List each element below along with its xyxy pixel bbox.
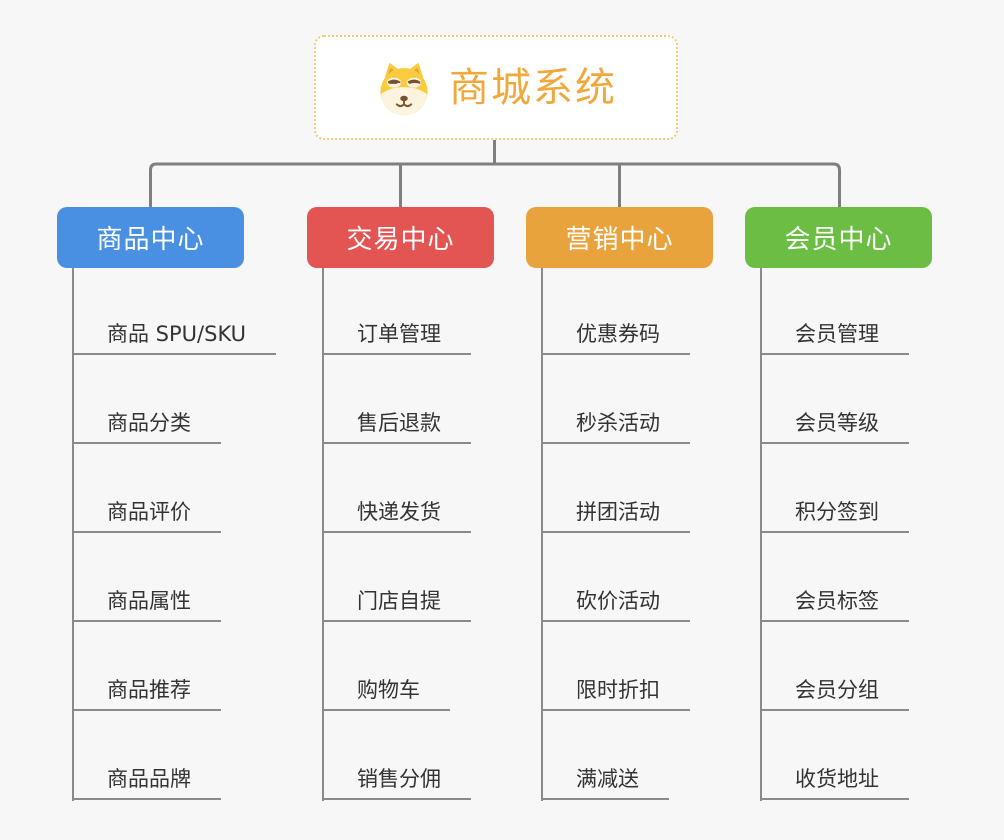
leaf-node[interactable]: 商品推荐 bbox=[73, 670, 221, 711]
leaf-node[interactable]: 砍价活动 bbox=[542, 581, 690, 622]
leaf-node[interactable]: 收货地址 bbox=[761, 759, 909, 800]
branch-label: 交易中心 bbox=[346, 225, 455, 255]
leaf-node[interactable]: 销售分佣 bbox=[323, 759, 471, 800]
branch-label: 商品中心 bbox=[96, 225, 205, 255]
leaf-node[interactable]: 限时折扣 bbox=[542, 670, 690, 711]
leaf-node[interactable]: 购物车 bbox=[323, 670, 450, 711]
leaf-node[interactable]: 订单管理 bbox=[323, 314, 471, 355]
branch-node-product-center[interactable]: 商品中心 bbox=[57, 207, 244, 268]
leaf-node[interactable]: 商品品牌 bbox=[73, 759, 221, 800]
leaf-node[interactable]: 商品属性 bbox=[73, 581, 221, 622]
doge-icon bbox=[380, 62, 428, 115]
leaf-node[interactable]: 会员标签 bbox=[761, 581, 909, 622]
branch-label: 营销中心 bbox=[565, 225, 674, 255]
leaf-node[interactable]: 满减送 bbox=[542, 759, 669, 800]
leaf-node[interactable]: 商品评价 bbox=[73, 492, 221, 533]
branch-label: 会员中心 bbox=[784, 225, 893, 255]
leaf-node[interactable]: 会员分组 bbox=[761, 670, 909, 711]
leaf-node[interactable]: 会员等级 bbox=[761, 403, 909, 444]
branch-node-marketing-center[interactable]: 营销中心 bbox=[526, 207, 713, 268]
leaf-node[interactable]: 商品 SPU/SKU bbox=[73, 314, 277, 355]
leaf-node[interactable]: 积分签到 bbox=[761, 492, 909, 533]
leaf-node[interactable]: 门店自提 bbox=[323, 581, 471, 622]
leaf-node[interactable]: 秒杀活动 bbox=[542, 403, 690, 444]
branch-node-member-center[interactable]: 会员中心 bbox=[745, 207, 932, 268]
leaf-node[interactable]: 会员管理 bbox=[761, 314, 909, 355]
root-node-mall-system[interactable]: 商城系统 bbox=[314, 35, 678, 140]
branch-node-trade-center[interactable]: 交易中心 bbox=[307, 207, 494, 268]
leaf-node[interactable]: 优惠券码 bbox=[542, 314, 690, 355]
leaf-node[interactable]: 拼团活动 bbox=[542, 492, 690, 533]
leaf-node[interactable]: 快递发货 bbox=[323, 492, 471, 533]
leaf-node[interactable]: 售后退款 bbox=[323, 403, 471, 444]
leaf-node[interactable]: 商品分类 bbox=[73, 403, 221, 444]
root-title: 商城系统 bbox=[449, 64, 617, 111]
